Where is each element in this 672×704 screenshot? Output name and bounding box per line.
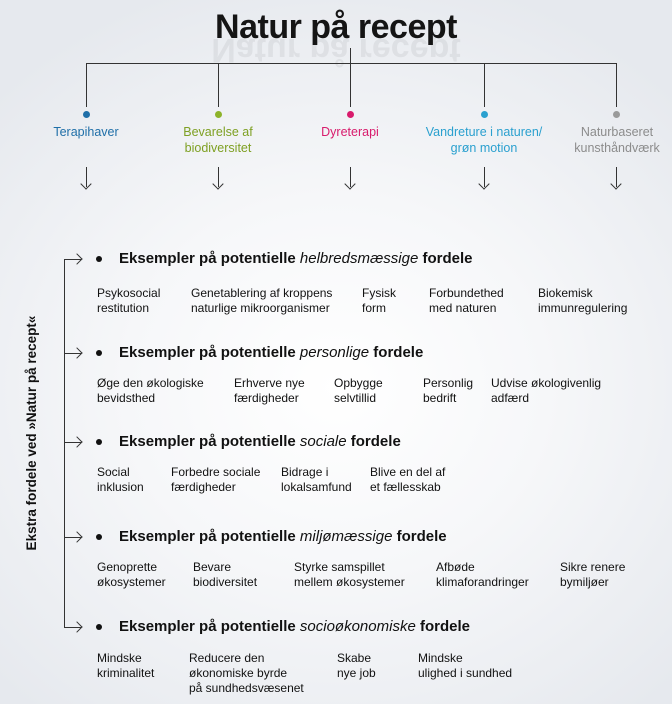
- tree-drop-3: [350, 63, 351, 107]
- tree-bar: [86, 63, 617, 64]
- heading-emphasis: sociale: [299, 433, 347, 450]
- branch-arrow-icon: [64, 627, 81, 628]
- category-kunsthaandvaerk: Naturbaseret kunsthåndværk: [522, 124, 672, 156]
- page-title: Natur på recept: [215, 8, 457, 46]
- heading-prefix: Eksempler på potentielle: [119, 250, 300, 267]
- section-bullet: [96, 624, 102, 630]
- arrow-down-icon: [86, 167, 87, 187]
- category-dot-terapihaver: [83, 111, 90, 118]
- section-bullet: [96, 534, 102, 540]
- heading-suffix: fordele: [346, 433, 401, 450]
- heading-suffix: fordele: [392, 528, 447, 545]
- heading-emphasis: miljømæssige: [299, 528, 393, 545]
- category-dyreterapi: Dyreterapi: [275, 124, 425, 140]
- branch-arrow-icon: [64, 353, 81, 354]
- category-label: grøn motion: [450, 141, 518, 155]
- category-label: kunsthåndværk: [574, 141, 660, 155]
- section-heading-helbred: Eksempler på potentielle helbredsmæssige…: [119, 250, 472, 267]
- tree-stem: [350, 48, 351, 64]
- category-label: Bevarelse af: [183, 125, 253, 139]
- tree-drop-4: [484, 63, 485, 107]
- section-heading-personlige: Eksempler på potentielle personlige ford…: [119, 344, 423, 361]
- category-label: Naturbaseret: [580, 125, 654, 139]
- category-dot-vandreture: [481, 111, 488, 118]
- arrow-down-icon: [218, 167, 219, 187]
- tree-drop-5: [616, 63, 617, 107]
- heading-suffix: fordele: [369, 344, 424, 361]
- heading-suffix: fordele: [418, 250, 473, 267]
- section-bullet: [96, 256, 102, 262]
- heading-prefix: Eksempler på potentielle: [119, 433, 300, 450]
- heading-prefix: Eksempler på potentielle: [119, 528, 300, 545]
- heading-emphasis: helbredsmæssige: [299, 250, 419, 267]
- heading-emphasis: socioøkonomiske: [299, 618, 416, 635]
- branch-arrow-icon: [64, 537, 81, 538]
- section-heading-socio: Eksempler på potentielle socioøkonomiske…: [119, 618, 470, 635]
- section-bullet: [96, 439, 102, 445]
- heading-prefix: Eksempler på potentielle: [119, 344, 300, 361]
- heading-prefix: Eksempler på potentielle: [119, 618, 300, 635]
- benefits-spine: [64, 259, 65, 627]
- category-dot-dyreterapi: [347, 111, 354, 118]
- heading-emphasis: personlige: [299, 344, 370, 361]
- branch-arrow-icon: [64, 259, 81, 260]
- section-heading-sociale: Eksempler på potentielle sociale fordele: [119, 433, 401, 450]
- category-label: biodiversitet: [184, 141, 252, 155]
- category-label: Terapihaver: [53, 125, 119, 139]
- arrow-down-icon: [616, 167, 617, 187]
- category-vandreture: Vandreture i naturen/ grøn motion: [409, 124, 559, 156]
- tree-drop-1: [86, 63, 87, 107]
- arrow-down-icon: [484, 167, 485, 187]
- section-bullet: [96, 350, 102, 356]
- tree-drop-2: [218, 63, 219, 107]
- heading-suffix: fordele: [415, 618, 470, 635]
- branch-arrow-icon: [64, 442, 81, 443]
- category-label: Vandreture i naturen/: [425, 125, 543, 139]
- category-dot-kunsthaandvaerk: [613, 111, 620, 118]
- category-dot-biodiversitet: [215, 111, 222, 118]
- section-heading-miljo: Eksempler på potentielle miljømæssige fo…: [119, 528, 447, 545]
- category-label: Dyreterapi: [321, 125, 379, 139]
- side-label: Ekstra fordele ved »Natur på recept«: [24, 315, 39, 551]
- category-biodiversitet: Bevarelse af biodiversitet: [143, 124, 293, 156]
- arrow-down-icon: [350, 167, 351, 187]
- category-terapihaver: Terapihaver: [11, 124, 161, 140]
